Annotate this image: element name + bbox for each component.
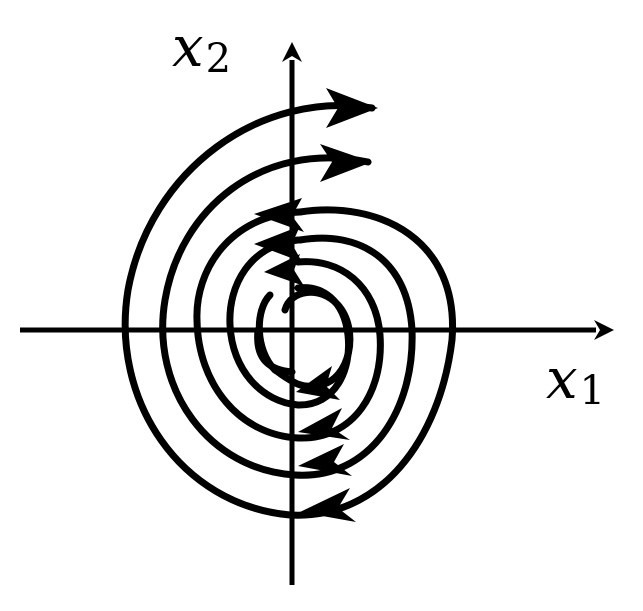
x1-axis-label-subscript: 1 xyxy=(579,368,606,414)
trajectory-arrowhead-left-upper xyxy=(254,198,304,232)
trajectory-arrowhead-bottom-1 xyxy=(296,366,340,400)
trajectory-arrowhead-left-middle xyxy=(254,226,302,262)
spiral-trajectory-outer xyxy=(121,101,457,519)
x2-axis-label-var: x xyxy=(172,15,204,80)
spiral-trajectory-third xyxy=(193,208,384,442)
spiral-trajectory-core xyxy=(254,326,296,376)
trajectory-arrowhead-bottom-2 xyxy=(298,408,350,440)
x2-axis-label: x2 xyxy=(172,20,232,82)
spiral-trajectory-second xyxy=(159,154,416,479)
x2-axis-label-subscript: 2 xyxy=(205,36,232,82)
trajectory-arrowhead-right-middle xyxy=(320,144,372,182)
x1-axis-label-var: x xyxy=(546,347,578,412)
x1-axis-label: x1 xyxy=(546,352,606,414)
trajectory-arrowhead-bottom-3 xyxy=(298,444,352,476)
trajectory-arrowhead-left-lower xyxy=(264,254,304,286)
trajectory-arrowhead-right-upper xyxy=(326,88,378,128)
trajectory-arrowhead-bottom-4 xyxy=(300,488,356,522)
spiral-trajectory-inner xyxy=(255,288,354,390)
